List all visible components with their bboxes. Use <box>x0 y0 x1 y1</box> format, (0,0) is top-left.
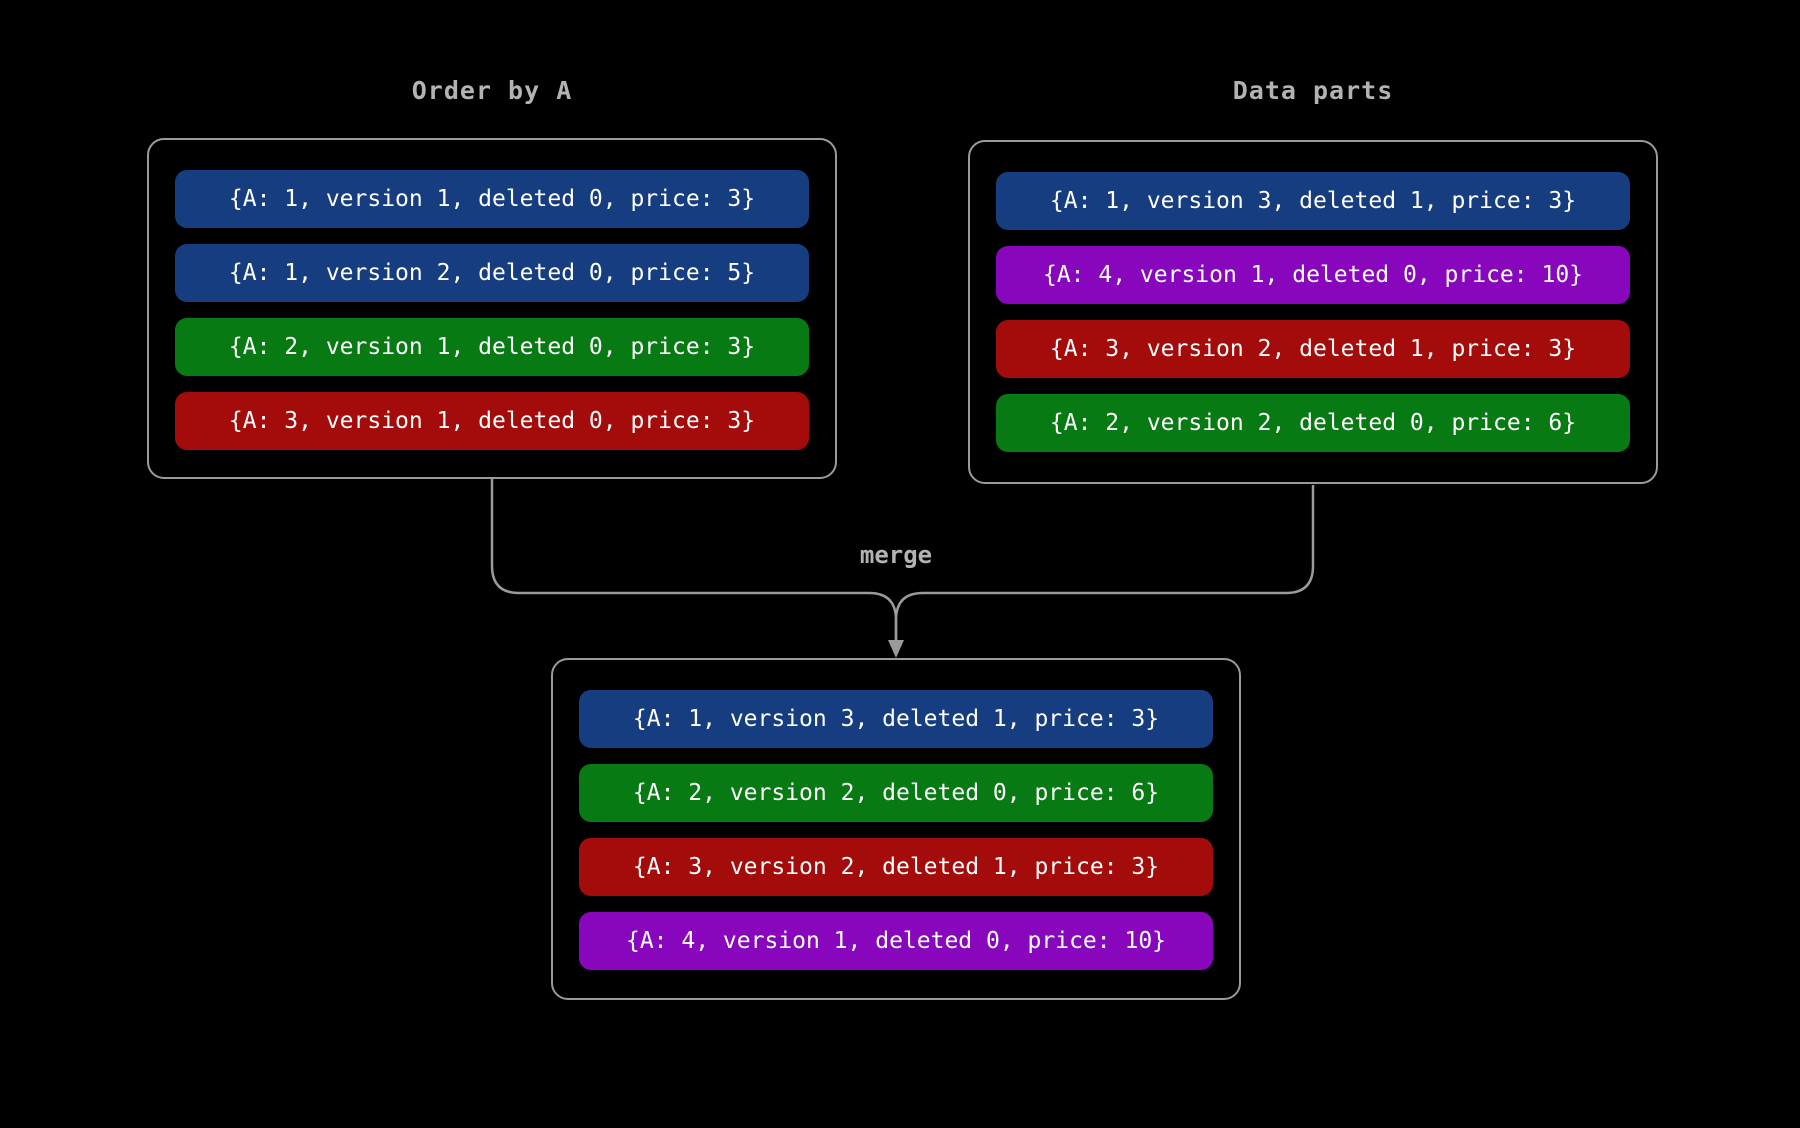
data-row: {A: 3, version 2, deleted 1, price: 3} <box>579 838 1213 896</box>
merge-label: merge <box>859 541 933 569</box>
data-row: {A: 1, version 1, deleted 0, price: 3} <box>175 170 809 228</box>
data-row: {A: 1, version 2, deleted 0, price: 5} <box>175 244 809 302</box>
left-box-title: Order by A <box>411 76 573 105</box>
arrowhead-icon <box>888 640 904 658</box>
order-by-a-box: {A: 1, version 1, deleted 0, price: 3} {… <box>147 138 837 479</box>
right-box-title: Data parts <box>1232 76 1394 105</box>
data-row: {A: 3, version 1, deleted 0, price: 3} <box>175 392 809 450</box>
merged-result-box: {A: 1, version 3, deleted 1, price: 3} {… <box>551 658 1241 1000</box>
data-row: {A: 2, version 2, deleted 0, price: 6} <box>579 764 1213 822</box>
data-row: {A: 2, version 2, deleted 0, price: 6} <box>996 394 1630 452</box>
data-parts-box: {A: 1, version 3, deleted 1, price: 3} {… <box>968 140 1658 484</box>
data-row: {A: 2, version 1, deleted 0, price: 3} <box>175 318 809 376</box>
data-row: {A: 1, version 3, deleted 1, price: 3} <box>996 172 1630 230</box>
data-row: {A: 4, version 1, deleted 0, price: 10} <box>996 246 1630 304</box>
data-row: {A: 1, version 3, deleted 1, price: 3} <box>579 690 1213 748</box>
data-row: {A: 4, version 1, deleted 0, price: 10} <box>579 912 1213 970</box>
data-row: {A: 3, version 2, deleted 1, price: 3} <box>996 320 1630 378</box>
